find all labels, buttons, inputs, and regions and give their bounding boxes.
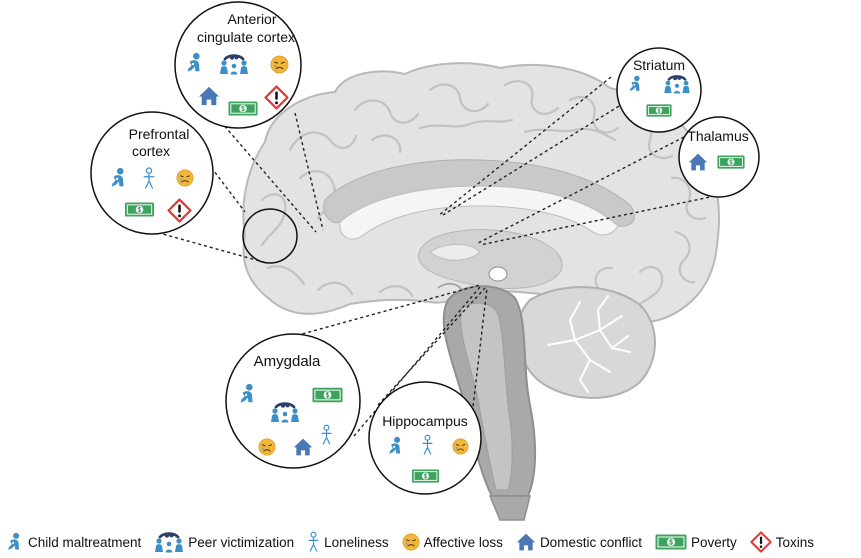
legend-label-poverty: Poverty — [690, 534, 737, 550]
poverty-icon — [655, 534, 687, 550]
affective-loss-icon — [176, 169, 194, 187]
poverty-icon — [228, 101, 258, 116]
legend-item-peer-victimization: Peer victimization — [154, 531, 294, 553]
anterior-cingulate-label-line2: cingulate cortex — [197, 29, 295, 45]
hippocampus-label: Hippocampus — [382, 413, 468, 429]
legend-item-poverty: Poverty — [655, 534, 737, 550]
corpus-callosum — [339, 185, 619, 240]
loneliness-icon — [307, 531, 320, 553]
domestic-conflict-icon — [516, 532, 536, 552]
cerebellum — [516, 286, 656, 399]
anterior-cingulate-callout: Anterior cingulate cortex — [174, 1, 302, 129]
thalamus-callout: Thalamus — [678, 116, 760, 198]
poverty-icon — [717, 155, 745, 169]
affective-loss-icon — [258, 438, 276, 456]
poverty-icon — [411, 469, 440, 483]
amygdala-label: Amygdala — [254, 353, 321, 370]
legend: Child maltreatment Peer victimization Lo… — [4, 529, 860, 555]
thalamus-label: Thalamus — [687, 128, 748, 144]
striatum-callout: Striatum — [616, 47, 702, 133]
poverty-icon — [312, 387, 343, 403]
affective-loss-icon — [270, 55, 289, 74]
prefrontal-label-line1: Prefrontal — [129, 126, 190, 142]
child-maltreatment-icon — [4, 532, 24, 552]
striatum-label: Striatum — [633, 57, 685, 73]
peer-victimization-icon — [219, 53, 249, 75]
brain-illustration — [242, 62, 720, 521]
affective-loss-icon — [452, 438, 469, 455]
hippocampus-callout: Hippocampus — [368, 381, 482, 495]
anterior-cingulate-label-line1: Anterior — [227, 11, 276, 27]
prefrontal-label-line2: cortex — [132, 143, 170, 159]
legend-item-child-maltreatment: Child maltreatment — [4, 532, 141, 552]
legend-item-affective-loss: Affective loss — [402, 533, 503, 551]
poverty-icon — [124, 202, 155, 217]
peer-victimization-icon — [270, 401, 300, 423]
toxins-icon — [750, 531, 772, 553]
legend-item-toxins: Toxins — [750, 531, 814, 553]
peer-victimization-icon — [663, 74, 691, 94]
amygdala-callout: Amygdala — [225, 333, 361, 469]
affective-loss-icon — [402, 533, 420, 551]
peer-victimization-icon — [154, 531, 184, 553]
poverty-icon — [646, 104, 672, 117]
legend-item-loneliness: Loneliness — [307, 531, 389, 553]
prefrontal-callout: Prefrontal cortex — [90, 111, 214, 235]
legend-label-loneliness: Loneliness — [324, 534, 389, 550]
legend-label-affective-loss: Affective loss — [423, 534, 503, 550]
legend-label-child-maltreatment: Child maltreatment — [28, 534, 142, 550]
legend-label-domestic-conflict: Domestic conflict — [539, 534, 642, 550]
legend-label-toxins: Toxins — [775, 534, 815, 550]
legend-label-peer-victimization: Peer victimization — [188, 534, 295, 550]
legend-item-domestic-conflict: Domestic conflict — [516, 532, 642, 552]
arbor-vitae — [547, 295, 631, 393]
prefrontal-focus-circle — [242, 208, 298, 264]
